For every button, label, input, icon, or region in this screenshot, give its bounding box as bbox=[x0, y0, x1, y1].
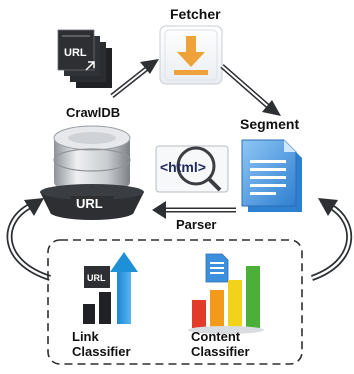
link-classifier-label-line2: Classifier bbox=[72, 344, 131, 359]
url-stack-badge: URL bbox=[64, 47, 87, 59]
arrow-segment-to-crawldb bbox=[152, 201, 236, 219]
link-classifier-label-line1: Link bbox=[72, 329, 99, 344]
segment-label: Segment bbox=[240, 116, 300, 132]
parser-label: Parser bbox=[176, 217, 217, 232]
fetcher-label: Fetcher bbox=[170, 6, 221, 22]
crawldb-badge: URL bbox=[76, 196, 103, 211]
content-classifier-icon bbox=[188, 253, 264, 334]
fetcher-icon bbox=[159, 25, 223, 85]
arrow-segment-to-classifiers bbox=[310, 198, 353, 281]
url-stack-icon: URL bbox=[57, 29, 112, 88]
arrow-fetcher-to-segment bbox=[220, 64, 281, 116]
arrow-crawldb-to-fetcher bbox=[110, 59, 159, 98]
arrow-classifiers-to-crawldb bbox=[6, 198, 51, 281]
classifiers-group-box bbox=[47, 239, 303, 365]
link-classifier-icon: URL bbox=[83, 252, 138, 324]
content-classifier-label-line2: Classifier bbox=[191, 344, 250, 359]
content-classifier-label-line1: Content bbox=[191, 329, 241, 344]
link-classifier-badge: URL bbox=[87, 273, 106, 283]
crawldb-database-icon: URL bbox=[40, 125, 144, 220]
crawldb-label: CrawlDB bbox=[66, 105, 121, 120]
segment-documents-icon bbox=[241, 139, 302, 212]
parser-badge: <html> bbox=[160, 159, 206, 175]
parser-html-icon: <html> bbox=[155, 145, 229, 193]
